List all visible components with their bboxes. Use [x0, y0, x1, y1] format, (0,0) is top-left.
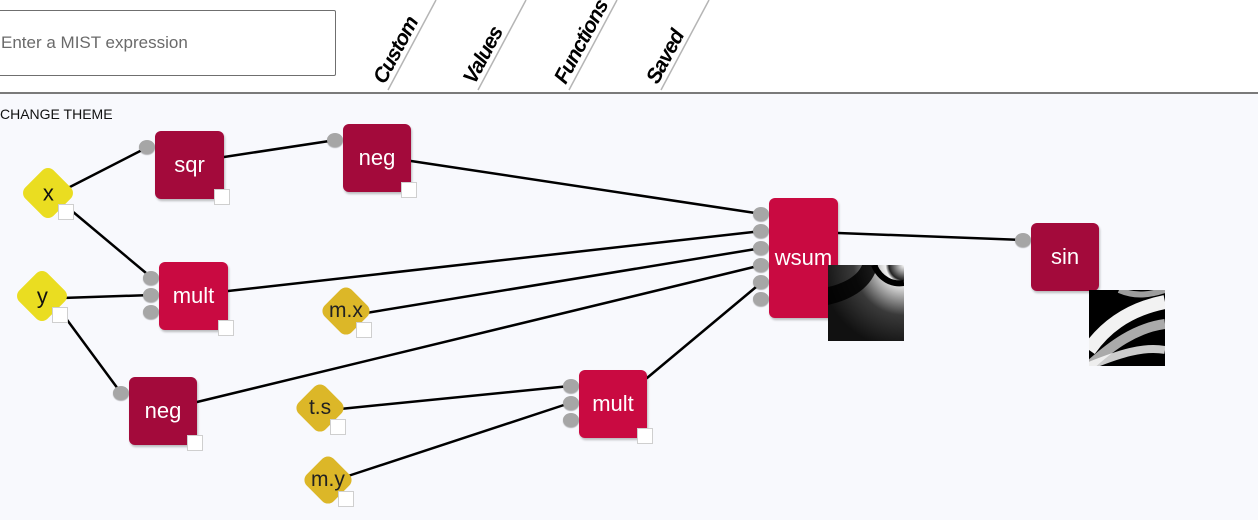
- node-my-resize-handle[interactable]: [338, 491, 354, 507]
- node-sqr-input-port[interactable]: [139, 140, 155, 154]
- node-wsum-input-port-4[interactable]: [753, 258, 769, 272]
- node-neg-top-resize-handle[interactable]: [401, 182, 417, 198]
- node-label: wsum: [774, 245, 833, 270]
- tab-divider: [477, 0, 527, 91]
- node-label: sin: [1050, 244, 1080, 269]
- node-wsum-input-port-6[interactable]: [753, 292, 769, 306]
- function-node-mult-right[interactable]: mult: [579, 370, 647, 438]
- node-mult-right-input-port-3[interactable]: [563, 413, 579, 427]
- node-x-resize-handle[interactable]: [58, 204, 74, 220]
- wsum-preview-image: [828, 265, 904, 341]
- function-node-neg-bottom[interactable]: neg: [129, 377, 197, 445]
- tab-divider: [387, 0, 437, 91]
- top-toolbar: Custom Values Functions Saved: [0, 0, 1258, 94]
- tab-saved[interactable]: Saved: [642, 0, 723, 92]
- node-mx-resize-handle[interactable]: [356, 322, 372, 338]
- node-sqr-resize-handle[interactable]: [214, 189, 230, 205]
- node-mult-left-input-port-3[interactable]: [143, 305, 159, 319]
- tab-custom[interactable]: Custom: [369, 0, 450, 92]
- change-theme-button[interactable]: CHANGE THEME: [0, 106, 113, 122]
- node-mult-left-resize-handle[interactable]: [218, 320, 234, 336]
- node-y-resize-handle[interactable]: [52, 307, 68, 323]
- node-label: y: [36, 283, 48, 308]
- node-label: x: [42, 180, 54, 205]
- node-label: neg: [144, 398, 182, 423]
- tab-divider: [660, 0, 710, 91]
- node-label: m.x: [329, 298, 363, 322]
- node-wsum-input-port-3[interactable]: [753, 241, 769, 255]
- node-mult-right-resize-handle[interactable]: [637, 428, 653, 444]
- node-wsum-input-port-1[interactable]: [753, 207, 769, 221]
- node-neg-top-input-port[interactable]: [327, 133, 343, 147]
- sin-preview-image: [1089, 290, 1165, 366]
- function-node-wsum[interactable]: wsum: [769, 198, 838, 318]
- node-neg-bottom-resize-handle[interactable]: [187, 435, 203, 451]
- node-wsum-input-port-5[interactable]: [753, 275, 769, 289]
- tab-values[interactable]: Values: [459, 0, 540, 92]
- node-label: mult: [592, 391, 634, 416]
- node-label: neg: [358, 145, 396, 170]
- tab-divider: [568, 0, 618, 91]
- node-ts-resize-handle[interactable]: [330, 419, 346, 435]
- mist-expression-input[interactable]: [0, 10, 336, 76]
- tab-functions[interactable]: Functions: [550, 0, 631, 92]
- node-neg-bottom-input-port[interactable]: [113, 386, 129, 400]
- function-node-sqr[interactable]: sqr: [155, 131, 224, 199]
- node-mult-left-input-port-2[interactable]: [143, 288, 159, 302]
- node-label: t.s: [308, 395, 332, 419]
- function-node-sin[interactable]: sin: [1031, 223, 1099, 291]
- node-mult-right-input-port-1[interactable]: [563, 379, 579, 393]
- node-wsum-input-port-2[interactable]: [753, 224, 769, 238]
- sin-render-preview[interactable]: [1089, 290, 1165, 366]
- node-label: mult: [172, 283, 215, 308]
- function-node-mult-left[interactable]: mult: [159, 262, 228, 330]
- node-label: sqr: [174, 152, 205, 177]
- node-mult-right-input-port-2[interactable]: [563, 396, 579, 410]
- node-mult-left-input-port-1[interactable]: [143, 271, 159, 285]
- node-label: m.y: [311, 467, 345, 491]
- function-node-neg-top[interactable]: neg: [343, 124, 411, 192]
- wsum-render-preview[interactable]: [828, 265, 904, 341]
- node-sin-input-port[interactable]: [1015, 233, 1031, 247]
